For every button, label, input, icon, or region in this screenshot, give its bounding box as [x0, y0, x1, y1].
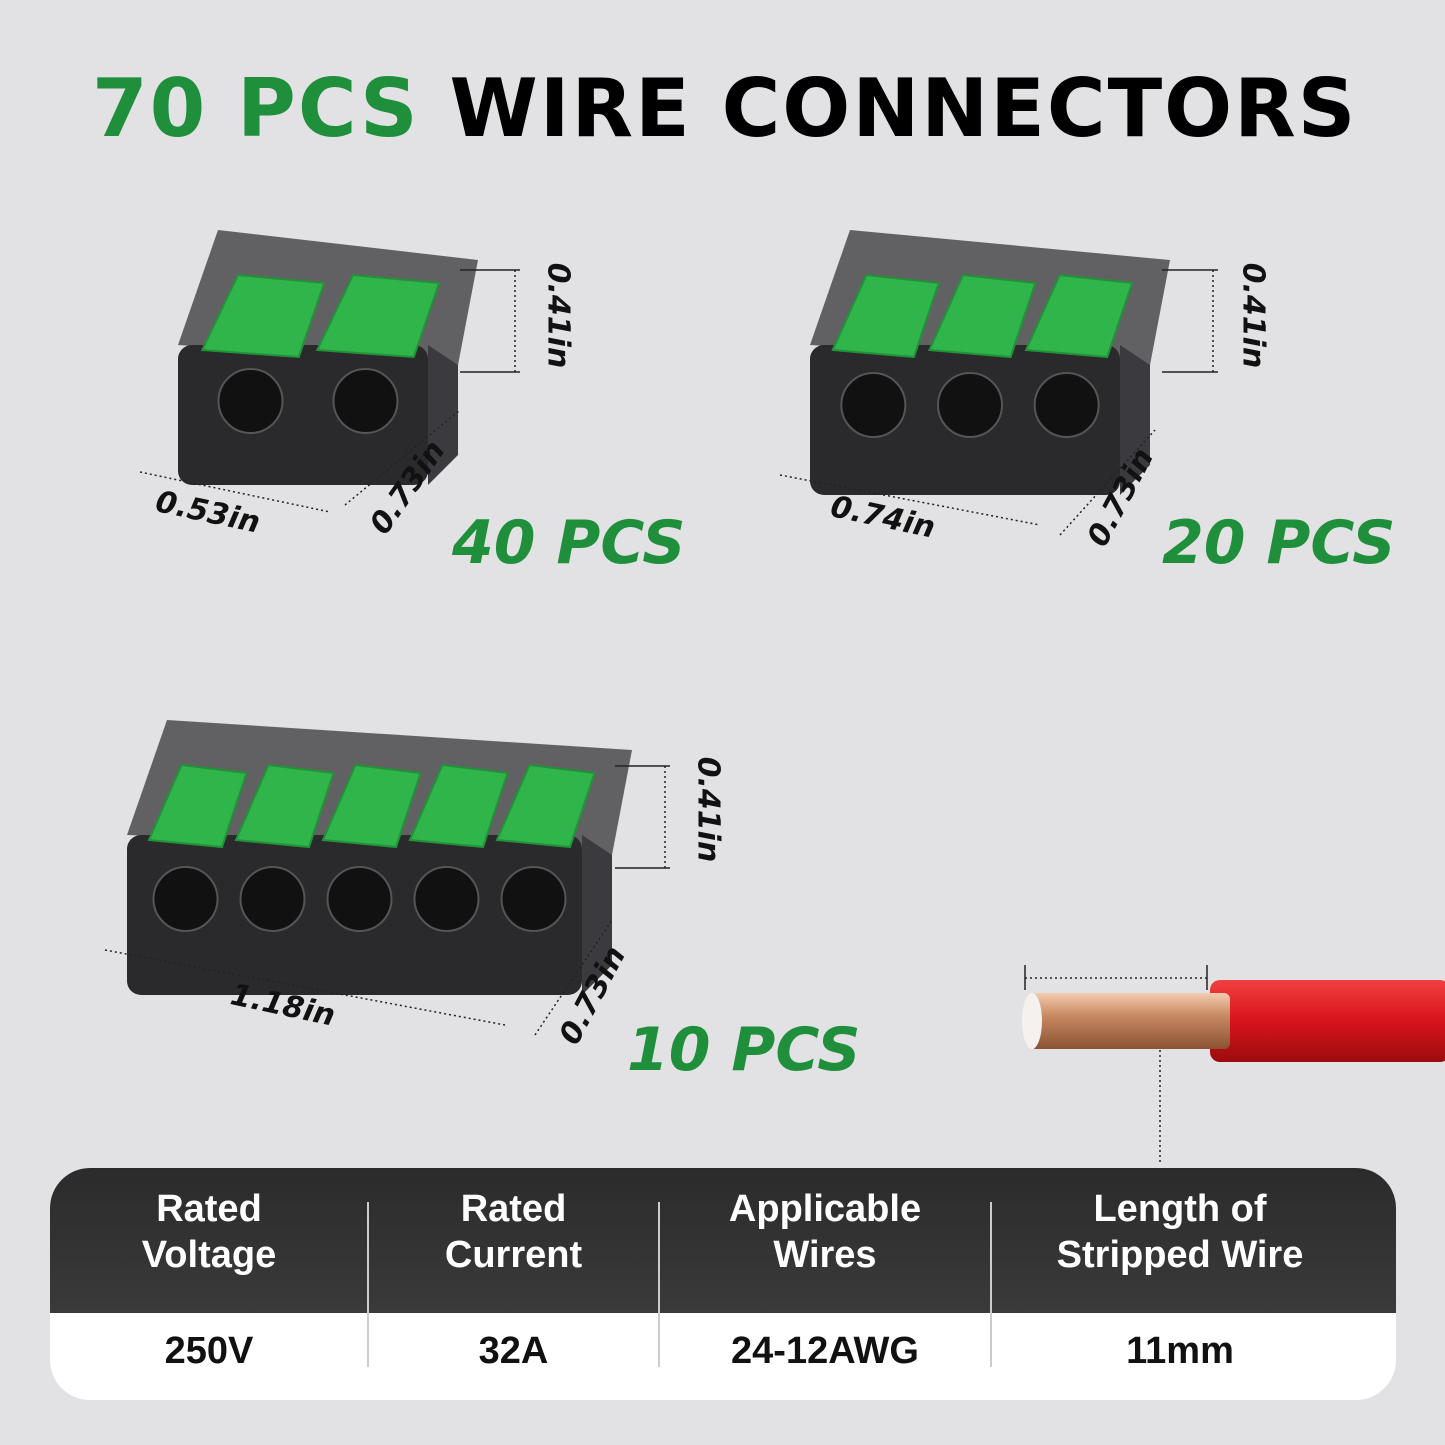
wire-port-icon	[332, 368, 399, 434]
connector-3-port	[810, 230, 1170, 495]
wire-port-icon	[239, 866, 306, 932]
lever-icon	[315, 273, 441, 359]
specs-table: Rated Voltage Rated Current Applicable W…	[50, 1168, 1396, 1400]
title-text: WIRE CONNECTORS	[449, 62, 1358, 155]
lever-icon	[147, 763, 248, 849]
lever-icon	[200, 273, 326, 359]
header-rated-current: Rated Current	[444, 1188, 583, 1276]
stripped-wire-illustration	[1022, 980, 1445, 1062]
value-rated-current: 32A	[478, 1330, 549, 1372]
page-title: 70 PCS WIRE CONNECTORS	[92, 62, 1357, 155]
wire-port-icon	[413, 866, 480, 932]
lever-icon	[927, 273, 1037, 359]
wire-port-icon	[1033, 372, 1100, 438]
value-rated-voltage: 250V	[164, 1330, 254, 1372]
lever-icon	[831, 273, 941, 359]
connector-2-port	[178, 230, 478, 485]
wire-port-icon	[840, 372, 907, 438]
quantity-label-1: 40 PCS	[452, 508, 686, 578]
lever-icon	[408, 763, 509, 849]
header-rated-voltage: Rated Voltage	[141, 1188, 277, 1276]
column-divider	[367, 1202, 369, 1367]
connector-5-port	[127, 720, 632, 995]
height-label-1: 0.41in	[540, 262, 576, 369]
value-stripped-length: 11mm	[1126, 1330, 1234, 1372]
lever-icon	[495, 763, 596, 849]
value-applicable-wires: 24-12AWG	[731, 1330, 919, 1372]
wire-port-icon	[500, 866, 567, 932]
column-divider	[990, 1202, 992, 1367]
height-label-3: 0.41in	[690, 756, 726, 863]
quantity-label-2: 20 PCS	[1162, 508, 1396, 578]
wire-port-icon	[326, 866, 393, 932]
quantity-label-3: 10 PCS	[627, 1015, 861, 1085]
lever-icon	[321, 763, 422, 849]
wire-port-icon	[152, 866, 219, 932]
height-label-2: 0.41in	[1235, 262, 1271, 369]
lever-icon	[1024, 273, 1134, 359]
wire-port-icon	[937, 372, 1003, 438]
title-count: 70 PCS	[92, 62, 420, 155]
wire-port-icon	[217, 368, 284, 434]
specs-header	[50, 1168, 1396, 1313]
header-applicable-wires: Applicable Wires	[728, 1188, 922, 1276]
column-divider	[658, 1202, 660, 1367]
lever-icon	[234, 763, 335, 849]
header-stripped-length: Length of Stripped Wire	[1056, 1188, 1304, 1276]
